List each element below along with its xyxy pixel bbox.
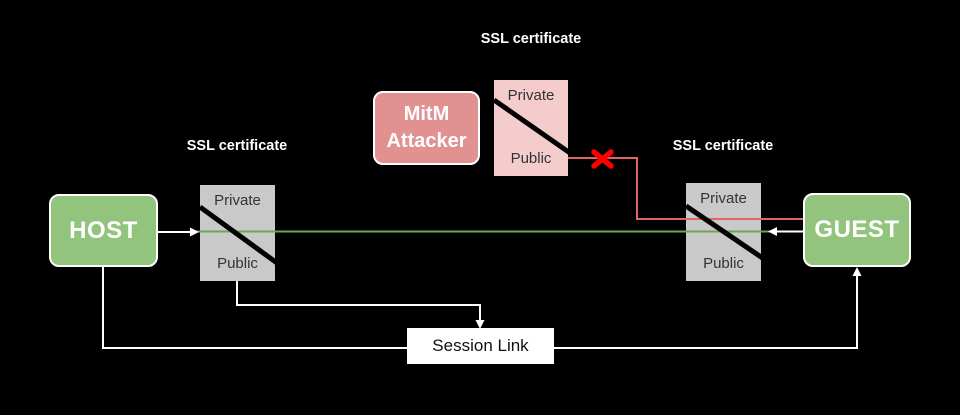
mitm-attacker-node: MitM Attacker	[373, 91, 480, 165]
host-cert-title: SSL certificate	[186, 138, 288, 154]
host-node: HOST	[49, 194, 158, 267]
host-ssl-certificate: Private Public	[200, 185, 275, 281]
arrowhead-up-icon	[852, 267, 862, 276]
host-cert-public-key-label: Public	[217, 255, 258, 272]
guest-label: GUEST	[814, 216, 900, 243]
arrowhead-left-icon	[768, 227, 777, 236]
mitm-attacker-label: MitM Attacker	[386, 103, 467, 152]
session-link-label: Session Link	[432, 336, 529, 355]
session-link-box: Session Link	[407, 328, 554, 364]
guest-to-cert-arrow	[768, 227, 803, 236]
host-label: HOST	[69, 216, 138, 244]
host-cert-private-key-label: Private	[214, 192, 261, 209]
guest-cert-private-key-label: Private	[700, 190, 747, 207]
guest-ssl-certificate: Private Public	[686, 183, 761, 281]
attacker-ssl-certificate: Private Public	[494, 80, 568, 176]
guest-cert-title: SSL certificate	[672, 138, 774, 154]
cert-to-session-arrow	[236, 281, 485, 329]
host-to-cert-arrow	[158, 227, 199, 237]
attacker-cert-private-key-label: Private	[507, 87, 555, 104]
guest-node: GUEST	[803, 193, 911, 267]
attacker-cert-title: SSL certificate	[480, 31, 582, 47]
guest-cert-public-key-label: Public	[703, 255, 744, 272]
blocked-x-icon	[591, 149, 614, 169]
arrowhead-right-icon	[190, 227, 199, 237]
attacker-cert-public-key-label: Public	[510, 150, 552, 167]
